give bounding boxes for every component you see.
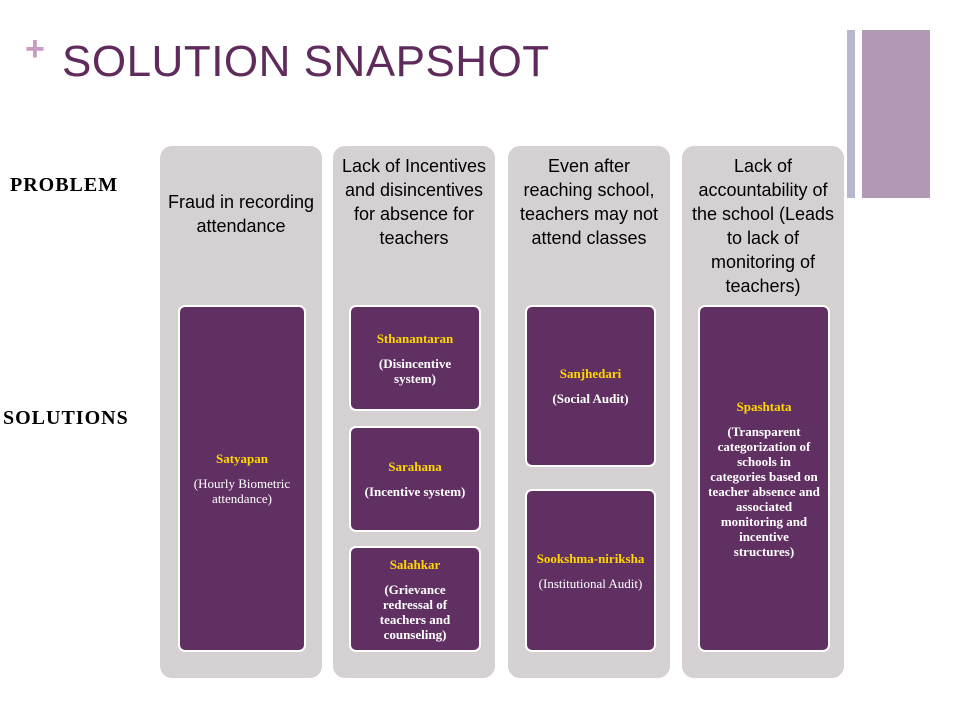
solution-description: (Hourly Biometric attendance)	[193, 476, 291, 506]
solution-name: Sookshma-niriksha	[536, 550, 645, 566]
solution-description: (Transparent categorization of schools i…	[708, 423, 820, 559]
column-attendance-fraud: Fraud in recording attendance Satyapan (…	[160, 146, 322, 678]
solution-box-sookshma-niriksha: Sookshma-niriksha (Institutional Audit)	[525, 489, 656, 652]
solution-box-sthanantaran: Sthanantaran (Disincentive system)	[349, 305, 481, 411]
column-accountability: Lack of accountability of the school (Le…	[682, 146, 844, 678]
solution-name: Sanjhedari	[559, 366, 622, 381]
decorative-bar-wide	[862, 30, 930, 198]
problem-text: Even after reaching school, teachers may…	[519, 156, 659, 248]
solution-description: (Incentive system)	[364, 484, 466, 499]
column-incentives: Lack of Incentives and disincentives for…	[333, 146, 495, 678]
decorative-bar-thin	[847, 30, 855, 198]
solution-name: Salahkar	[389, 556, 441, 572]
solution-name: Spashtata	[736, 398, 792, 414]
solution-description: (Disincentive system)	[378, 355, 452, 386]
solution-description: (Grievance redressal of teachers and cou…	[379, 581, 451, 642]
solution-name: Satyapan	[215, 451, 269, 466]
column-classes: Even after reaching school, teachers may…	[508, 146, 670, 678]
solution-box-sanjhedari: Sanjhedari (Social Audit)	[525, 305, 656, 467]
solution-name: Sthanantaran	[376, 330, 454, 346]
solution-box-sarahana: Sarahana (Incentive system)	[349, 426, 481, 532]
problem-row-label: PROBLEM	[10, 174, 119, 196]
solutions-row-label: SOLUTIONS	[3, 407, 129, 429]
slide-title: SOLUTION SNAPSHOT	[62, 37, 550, 86]
solution-box-salahkar: Salahkar (Grievance redressal of teacher…	[349, 546, 481, 652]
solution-box-satyapan: Satyapan (Hourly Biometric attendance)	[178, 305, 306, 652]
solution-name: Sarahana	[388, 459, 442, 474]
problem-text: Lack of accountability of the school (Le…	[691, 156, 835, 296]
solution-box-spashtata: Spashtata (Transparent categorization of…	[698, 305, 830, 652]
plus-icon: +	[25, 30, 45, 68]
problem-text: Fraud in recording attendance	[167, 192, 315, 236]
solution-description: (Social Audit)	[552, 391, 629, 406]
problem-text: Lack of Incentives and disincentives for…	[341, 156, 487, 248]
solution-description: (Institutional Audit)	[538, 575, 643, 591]
